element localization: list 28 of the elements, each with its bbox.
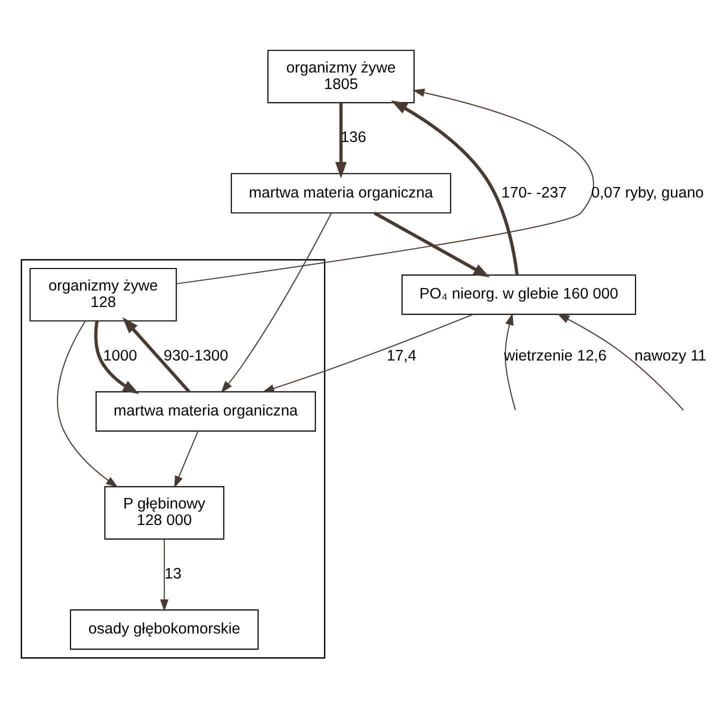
edge-label: 17,4 — [386, 347, 416, 364]
node-box: organizmy żywe 1805 — [267, 50, 415, 104]
edge-label: 0,07 ryby, guano — [591, 184, 704, 202]
edge-label: nawozy 11 — [634, 347, 706, 364]
node-box: martwa materia organiczna — [96, 391, 316, 432]
node-box: PO₄ nieorg. w glebie 160 000 — [402, 274, 636, 315]
node-box: organizmy żywe 128 — [30, 268, 177, 322]
arrow — [220, 213, 332, 393]
node-box: osady głębokomorskie — [70, 609, 259, 650]
arrow — [262, 314, 474, 392]
node-box: martwa materia organiczna — [230, 173, 452, 214]
arrow — [557, 314, 684, 411]
arrow — [374, 212, 490, 278]
cluster — [20, 259, 326, 659]
arrow — [160, 539, 168, 612]
arrow — [391, 100, 519, 276]
node-box: P głębinowy 128 000 — [104, 486, 224, 540]
arrow — [335, 102, 347, 178]
arrow — [94, 320, 140, 394]
edge-label: 13 — [164, 566, 182, 583]
edge-label: 1000 — [103, 347, 138, 364]
arrow — [56, 320, 118, 488]
arrow — [122, 317, 190, 393]
arrow — [174, 430, 198, 488]
edge-label: 170- -237 — [501, 184, 567, 202]
arrow — [504, 313, 516, 410]
arrow — [176, 88, 594, 284]
edge-label: 930-1300 — [164, 347, 228, 364]
